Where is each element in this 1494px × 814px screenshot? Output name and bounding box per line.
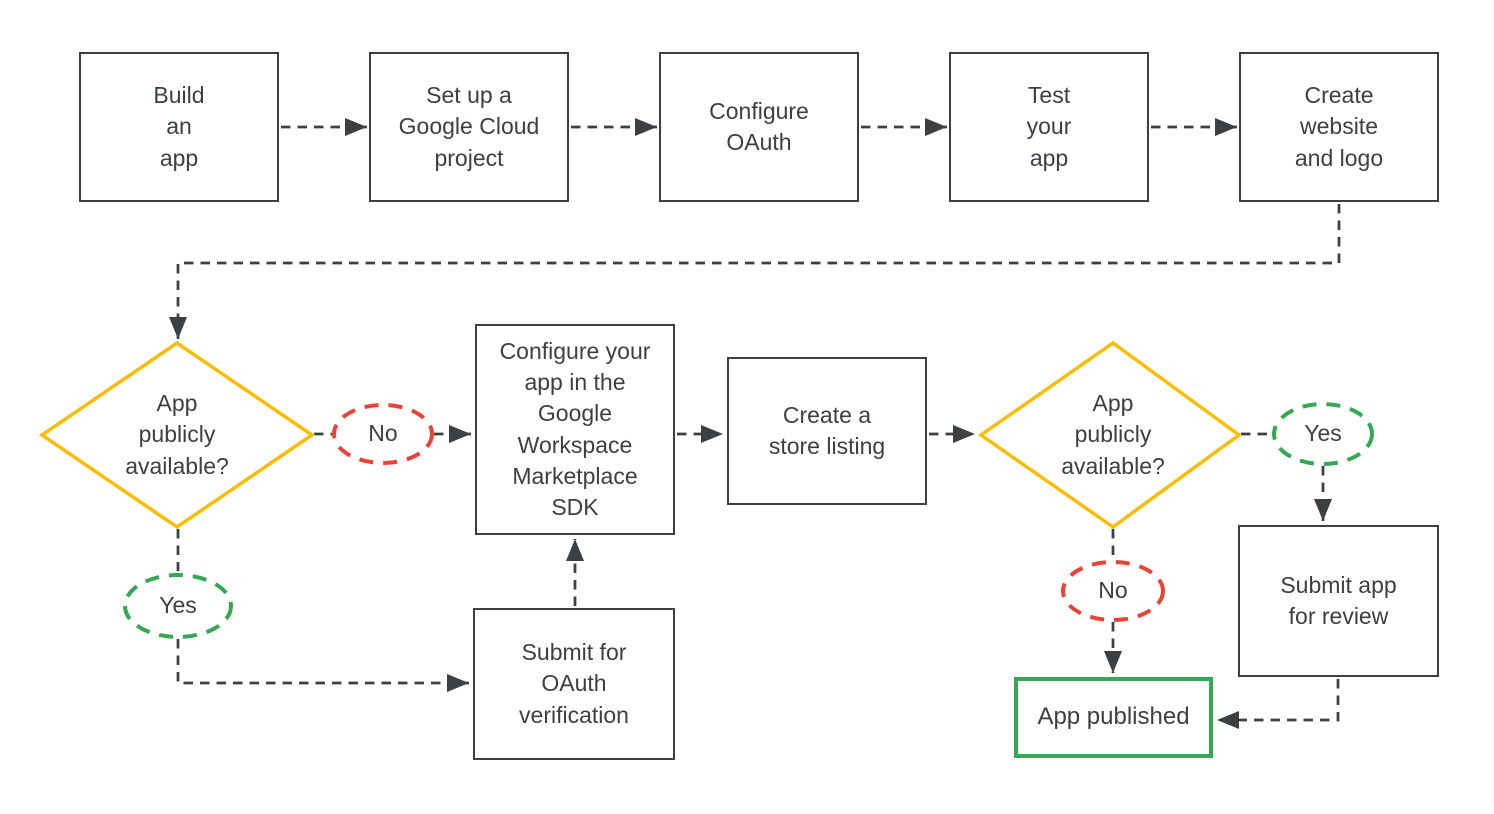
- node-oauth-verification-label: Submit for OAuth verification: [519, 639, 629, 728]
- connector-website-to-decision1: [169, 204, 1341, 339]
- decision1-diamond: [38, 340, 316, 530]
- node-build-app-label: Build an app: [153, 82, 205, 171]
- node-build-app: Build an app: [79, 52, 279, 202]
- decision2-diamond: [977, 340, 1242, 530]
- node-store-listing: Create a store listing: [727, 357, 927, 505]
- node-app-published-label: App published: [1037, 703, 1190, 731]
- connector-review-to-published: [1217, 679, 1340, 729]
- no2-label-box: No: [1063, 571, 1163, 611]
- yes2-oval: [1272, 402, 1374, 466]
- node-configure-sdk-label: Configure your app in the Google Workspa…: [499, 337, 651, 521]
- node-submit-review-label: Submit app for review: [1280, 571, 1397, 629]
- node-setup-project: Set up a Google Cloud project: [369, 52, 569, 202]
- node-oauth-verification: Submit for OAuth verification: [473, 608, 675, 760]
- yes2-label-box: Yes: [1273, 414, 1373, 454]
- decision1-label-box: App publicly available?: [57, 351, 297, 519]
- node-test-app: Test your app: [949, 52, 1149, 202]
- node-store-listing-label: Create a store listing: [768, 401, 886, 459]
- yes1-oval: [123, 573, 233, 639]
- yes1-label: Yes: [159, 592, 197, 619]
- no1-oval: [332, 403, 434, 465]
- decision2-label: App publicly available?: [1061, 390, 1165, 479]
- no2-label: No: [1098, 577, 1128, 604]
- node-configure-oauth-label: Configure OAuth: [709, 97, 809, 155]
- connector-yes1-to-verification: [176, 639, 469, 692]
- node-configure-oauth: Configure OAuth: [659, 52, 859, 202]
- node-create-website-label: Create website and logo: [1294, 82, 1384, 171]
- node-create-website: Create website and logo: [1239, 52, 1439, 202]
- node-submit-review: Submit app for review: [1238, 525, 1439, 677]
- decision1-label: App publicly available?: [125, 390, 229, 479]
- node-test-app-label: Test your app: [1026, 82, 1072, 171]
- decision2-label-box: App publicly available?: [993, 351, 1233, 519]
- yes1-label-box: Yes: [128, 586, 228, 626]
- node-setup-project-label: Set up a Google Cloud project: [398, 82, 540, 171]
- yes2-label: Yes: [1304, 420, 1342, 447]
- node-configure-sdk: Configure your app in the Google Workspa…: [475, 324, 675, 535]
- node-app-published: App published: [1014, 677, 1213, 758]
- no2-oval: [1061, 560, 1165, 622]
- connector-group: [169, 118, 1341, 729]
- no1-label-box: No: [333, 414, 433, 454]
- no1-label: No: [368, 420, 398, 447]
